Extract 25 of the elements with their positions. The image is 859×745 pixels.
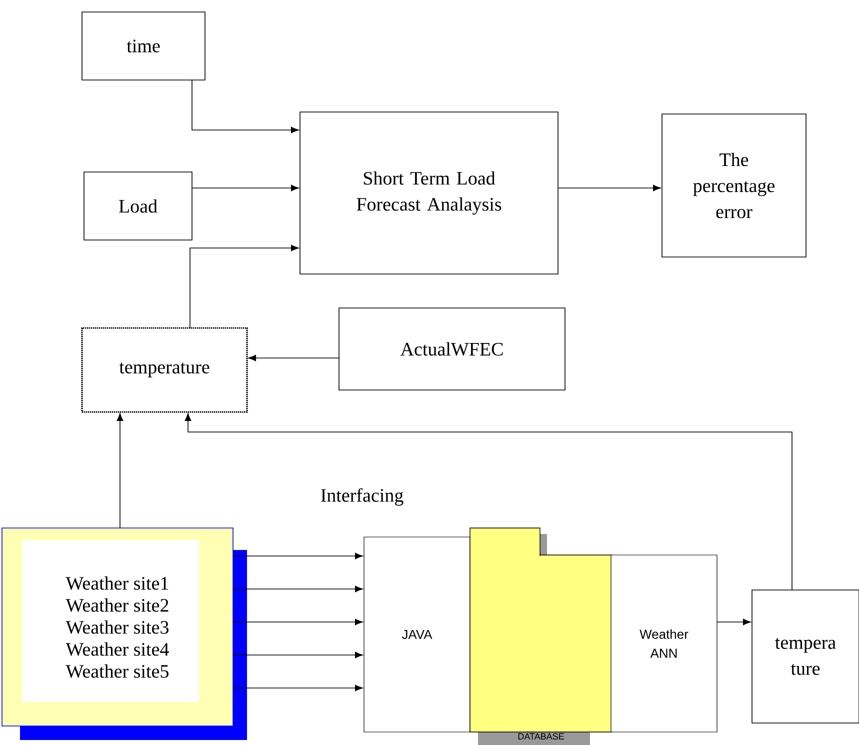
process-box: Short Term Load Forecast Analaysis <box>300 112 558 274</box>
arrow <box>192 184 299 192</box>
arrow <box>190 244 299 328</box>
label: Interfacing <box>321 488 404 506</box>
process-box: tempera ture <box>752 590 859 724</box>
arrow <box>232 586 363 592</box>
process-box: Load <box>84 172 192 240</box>
process-box: temperature <box>81 327 248 413</box>
arrow <box>232 618 363 626</box>
arrow <box>192 80 299 134</box>
process-box: JAVA <box>364 536 470 732</box>
node-label: DATABASE <box>518 733 564 740</box>
process-box: The percentage error <box>662 114 806 258</box>
arrow <box>558 184 661 192</box>
process-box: time <box>82 12 206 80</box>
arrow <box>232 552 363 560</box>
list-box: Weather site1 Weather site2 Weather site3 Weather site4 Weather site5 <box>2 528 247 740</box>
arrow <box>232 652 363 658</box>
arrow <box>232 684 363 692</box>
arrow <box>116 413 124 528</box>
arrow <box>716 618 751 626</box>
arrow <box>184 413 792 590</box>
process-box: ActualWFEC <box>338 308 566 390</box>
process-box: Weather ANN <box>610 554 718 732</box>
arrow <box>248 354 340 362</box>
